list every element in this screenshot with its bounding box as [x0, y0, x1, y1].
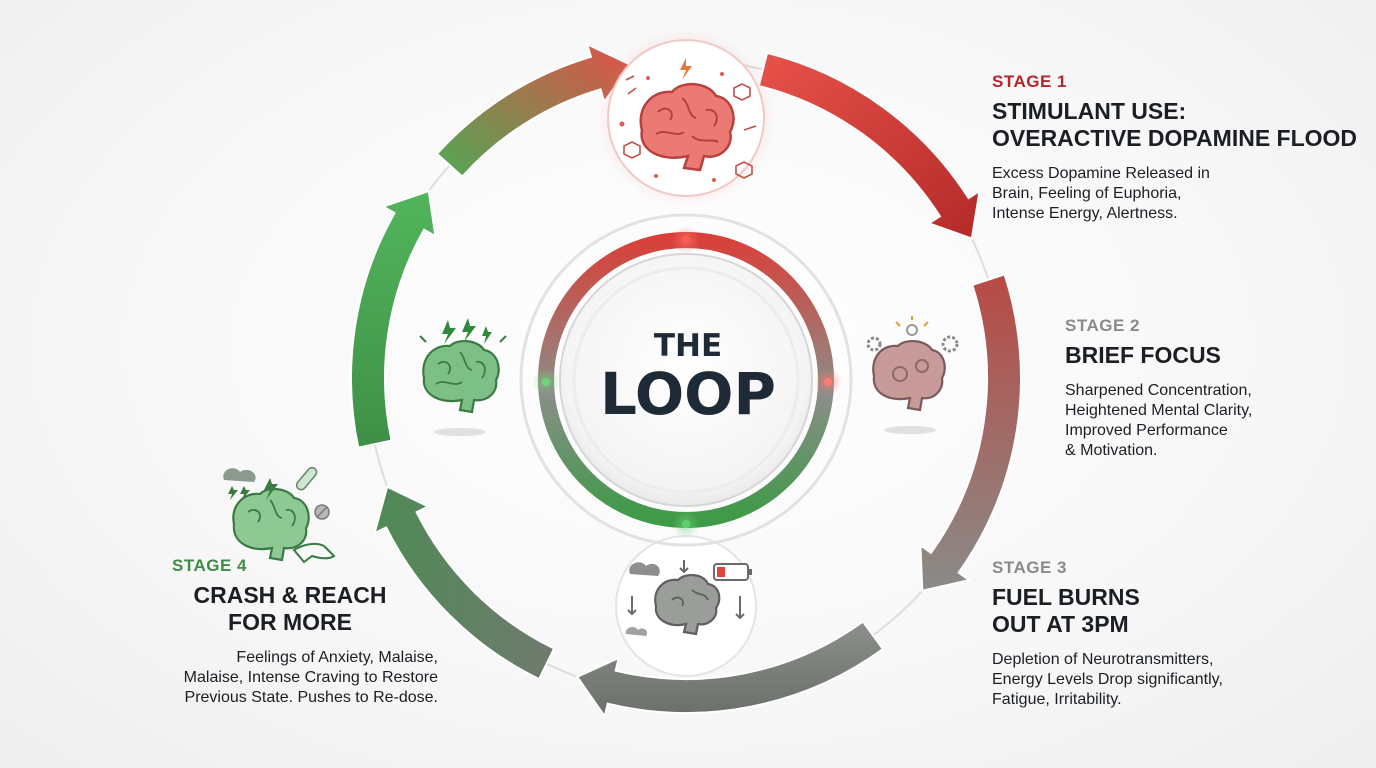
- stage1-title: STIMULANT USE: OVERACTIVE DOPAMINE FLOOD: [992, 98, 1358, 151]
- brain-lightning-icon: [419, 318, 507, 436]
- stage4-text: STAGE 4 CRASH & REACH FOR MORE Feelings …: [120, 556, 460, 708]
- stage4-description: Feelings of Anxiety, Malaise, Malaise, I…: [183, 649, 438, 706]
- stage2-label: STAGE 2: [1065, 316, 1140, 335]
- stage4-title: CRASH & REACH FOR MORE: [193, 582, 387, 635]
- center-loop-ring: [519, 213, 853, 547]
- stage2-text: STAGE 2 BRIEF FOCUS Sharpened Concentrat…: [1065, 316, 1365, 461]
- stage3-title: FUEL BURNS OUT AT 3PM: [992, 584, 1140, 637]
- brain-low-battery-icon: [625, 560, 752, 636]
- arrow-stage3-to-4: [372, 485, 556, 681]
- arrow-stage1-to-2: [757, 51, 981, 240]
- stage2-description: Sharpened Concentration, Heightened Ment…: [1065, 382, 1253, 459]
- stage1-text: STAGE 1 STIMULANT USE: OVERACTIVE DOPAMI…: [992, 72, 1362, 224]
- brain-gears-icon: [866, 316, 959, 434]
- stage1-description: Excess Dopamine Released in Brain, Feeli…: [992, 165, 1210, 222]
- stage3-label: STAGE 3: [992, 558, 1067, 577]
- stage3-description: Depletion of Neurotransmitters, Energy L…: [992, 651, 1223, 708]
- center-title-line1: THE: [654, 328, 722, 364]
- arrow-stage3-down: [575, 620, 885, 719]
- arrow-stage2-to-3: [919, 273, 1022, 593]
- stage2-title: BRIEF FOCUS: [1065, 342, 1221, 368]
- center-title-line2: LOOP: [600, 360, 776, 428]
- brain-craving-icon: [223, 466, 336, 564]
- brain-dopamine-icon: [619, 58, 757, 182]
- stage1-label: STAGE 1: [992, 72, 1067, 91]
- arrow-stage4-up: [350, 189, 437, 449]
- loop-arrows: [350, 42, 1022, 719]
- stage4-label: STAGE 4: [172, 556, 247, 575]
- stage3-text: STAGE 3 FUEL BURNS OUT AT 3PM Depletion …: [992, 558, 1332, 710]
